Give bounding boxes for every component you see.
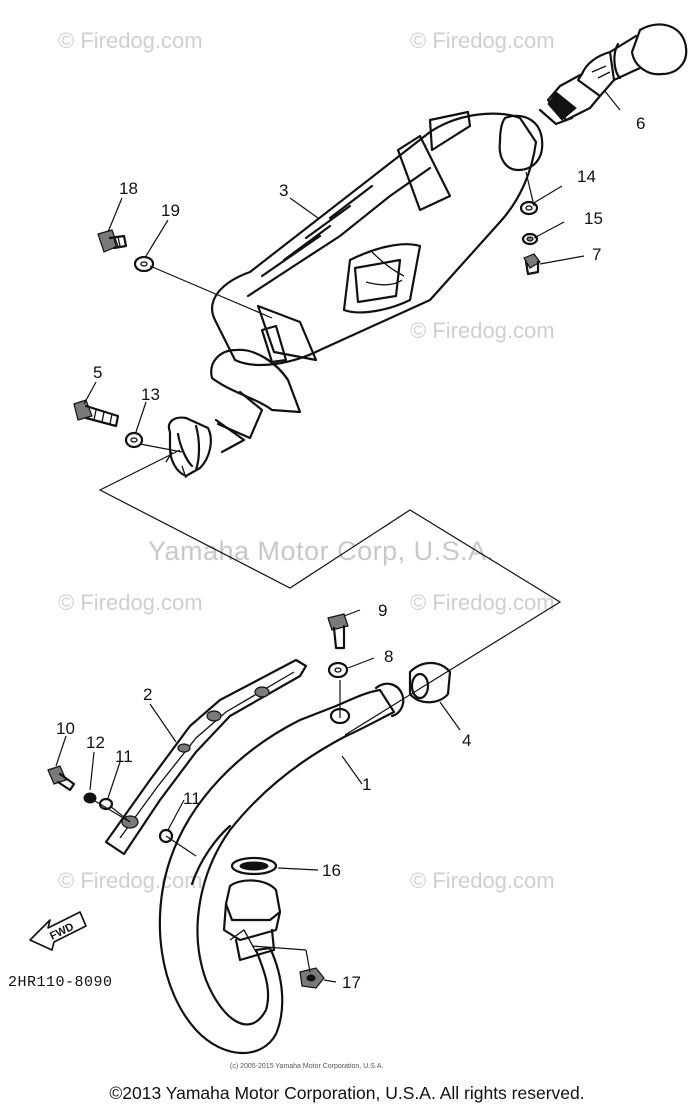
callout-11: 11 — [115, 747, 133, 766]
callout-17: 17 — [342, 973, 361, 992]
watermark-firedog: © Firedog.com — [58, 28, 203, 53]
callout-1: 1 — [362, 775, 371, 794]
part-5-bolt — [73, 399, 120, 428]
callout-7: 7 — [592, 245, 601, 264]
fwd-label: FWD — [48, 921, 76, 943]
callout-4: 4 — [462, 731, 471, 750]
fwd-arrow: FWD — [29, 911, 87, 951]
part-7-bolt — [523, 253, 541, 276]
callout-10: 10 — [56, 719, 75, 738]
leader-lines — [55, 89, 621, 983]
part-3-muffler — [165, 110, 544, 479]
callout-14: 14 — [577, 167, 596, 186]
part-8-washer — [327, 661, 349, 679]
part-4-clamp — [408, 661, 452, 704]
watermark-firedog: © Firedog.com — [58, 868, 203, 893]
callout-19: 19 — [161, 201, 180, 220]
part-16-gasket — [230, 856, 278, 876]
watermark-firedog: © Firedog.com — [410, 590, 555, 615]
part-18-bolt — [97, 229, 128, 253]
part-6-tail-pipe — [538, 23, 688, 126]
footer-copyright: ©2013 Yamaha Motor Corporation, U.S.A. A… — [109, 1083, 585, 1103]
part-19-washer — [133, 255, 155, 273]
small-copyright: (c) 2005-2015 Yamaha Motor Corporation, … — [230, 1063, 384, 1070]
part-1-exhaust-pipe — [158, 682, 405, 1055]
watermark-yamaha: Yamaha Motor Corp, U.S.A. — [148, 536, 495, 566]
part-10-bolt — [47, 765, 76, 792]
callout-16: 16 — [322, 861, 341, 880]
callout-12: 12 — [86, 733, 105, 752]
part-2-protector — [104, 658, 308, 856]
callout-5: 5 — [93, 363, 102, 382]
callout-13: 13 — [141, 385, 160, 404]
assembly-outline — [98, 449, 562, 736]
callout-6: 6 — [636, 114, 645, 133]
part-11-washer-lower — [158, 828, 174, 844]
part-14-washer — [519, 200, 539, 216]
watermark-firedog: © Firedog.com — [410, 868, 555, 893]
part-15-washer — [521, 232, 539, 246]
watermark-firedog: © Firedog.com — [410, 318, 555, 343]
part-17-nut — [299, 967, 325, 989]
callout-11-lower: 11 — [183, 789, 201, 808]
part-9-bolt — [327, 613, 349, 650]
part-13-washer — [124, 431, 144, 449]
callout-labels: 3 18 19 14 15 7 6 5 13 9 8 2 4 10 12 11 … — [56, 114, 645, 992]
watermark-firedog: © Firedog.com — [58, 590, 203, 615]
callout-3: 3 — [279, 181, 288, 200]
watermark-firedog: © Firedog.com — [410, 28, 555, 53]
callout-9: 9 — [378, 601, 387, 620]
diagram-code: 2HR110-8090 — [8, 974, 113, 991]
callout-15: 15 — [584, 209, 603, 228]
callout-18: 18 — [119, 179, 138, 198]
callout-8: 8 — [384, 647, 393, 666]
callout-2: 2 — [143, 685, 152, 704]
exhaust-flange — [222, 879, 282, 962]
